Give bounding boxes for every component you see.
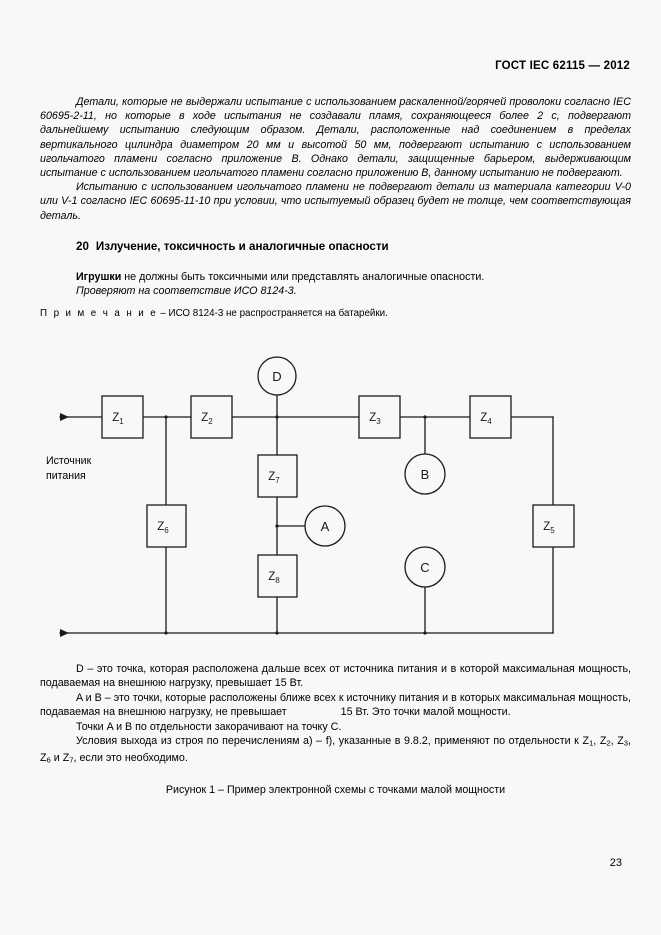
impedance-label-z6-sub: 6 [164,526,169,535]
impedance-box-z5 [532,504,575,548]
impedance-label-z1-sub: 1 [119,417,124,426]
impedance-label-z1-base: Z [112,412,119,424]
circuit-diagram-figure: Z1 Z2 Z3 Z4 Z5 Z6 Z7 [0,350,661,660]
impedance-label-z6: Z6 [157,521,169,535]
power-source-label: Источник питания [46,455,92,482]
intro-paragraph-1: Детали, которые не выдержали испытание с… [40,96,631,180]
impedance-label-z7-base: Z [268,471,275,483]
explanation-paragraph-2: A и B – это точки, которые расположены б… [40,691,631,720]
impedance-label-z5: Z5 [543,521,555,535]
section-title: Излучение, токсичность и аналогичные опа… [95,240,389,253]
impedance-label-z3-base: Z [369,412,376,424]
note-text: – ИСО 8124-3 не распространяется на бата… [157,308,388,319]
explanation-p4-mid-3: , Z [40,735,632,765]
node-label-d: D [272,369,281,384]
explanation-p4-end: , если это необходимо. [73,752,188,765]
node-circle-c [404,546,446,588]
impedance-boxes [101,395,575,598]
explanation-p4-mid-2: , Z [610,735,624,748]
node-label-c: C [420,560,429,575]
clause-bold-term: Игрушки [76,271,122,283]
node-circle-d [257,356,297,396]
figure-caption: Рисунок 1 – Пример электронной схемы с т… [165,784,506,796]
explanation-block: D – это точка, которая расположена дальш… [40,662,631,768]
impedance-label-z7-sub: 7 [275,476,280,485]
impedance-label-z3: Z3 [369,412,381,426]
explanation-p4-sub-1: 1 [588,738,594,748]
impedance-labels: Z1 Z2 Z3 Z4 Z5 Z6 Z7 [112,412,555,585]
section-number: 20 [76,240,89,253]
impedance-box-z6 [146,504,187,548]
impedance-label-z6-base: Z [157,521,164,533]
impedance-label-z8: Z8 [268,571,280,585]
impedance-label-z7: Z7 [268,471,280,485]
junction-dot-bottom-z6 [164,631,168,635]
measurement-point-circles [257,356,446,588]
impedance-box-z8 [257,554,298,598]
explanation-p4-sub-2: 2 [606,738,611,748]
impedance-label-z1: Z1 [112,412,124,426]
explanation-paragraph-2-part2: 15 Вт. Это точки малой мощности. [340,706,511,719]
impedance-label-z2: Z2 [201,412,213,426]
node-label-a: A [321,519,330,534]
note-line: П р и м е ч а н и е – ИСО 8124-3 не расп… [40,308,388,319]
junction-dot-bottom-c [423,631,427,635]
impedance-label-z4: Z4 [480,412,492,426]
explanation-paragraph-4: Условия выхода из строя по перечислениям… [40,734,631,768]
explanation-p4-lead: Условия выхода из строя по перечислениям… [76,735,589,748]
clause-line-2: Проверяют на соответствие ИСО 8124-3. [76,285,297,298]
explanation-p4-sub-4: 6 [46,755,51,765]
junction-dot-b [423,415,427,419]
clause-line-1: Игрушки не должны быть токсичными или пр… [76,270,631,284]
explanation-p4-sub-5: 7 [69,755,74,765]
impedance-label-z3-sub: 3 [376,417,381,426]
node-circle-b [404,453,446,495]
explanation-p4-mid-4: и Z [50,752,70,765]
junction-dot-z6 [164,415,168,419]
impedance-label-z4-sub: 4 [487,417,492,426]
impedance-label-z8-sub: 8 [275,576,280,585]
impedance-label-z4-base: Z [480,412,487,424]
explanation-paragraph-1: D – это точка, которая расположена дальш… [40,663,631,690]
junction-dots [164,415,427,635]
impedance-box-z1 [101,395,144,439]
impedance-label-z2-sub: 2 [208,417,213,426]
node-label-b: B [421,467,430,482]
clause-block: Игрушки не должны быть токсичными или пр… [76,270,631,299]
note-label: П р и м е ч а н и е [40,308,158,319]
document-standard-header: ГОСТ IEC 62115 — 2012 [495,60,630,72]
junction-dot-d [275,415,279,419]
explanation-paragraph-3: Точки A и B по отдельности закорачивают … [76,720,342,733]
impedance-label-z8-base: Z [268,571,275,583]
explanation-paragraph-2-part1: A и B – это точки, которые расположены б… [40,691,631,719]
node-circle-a [304,505,346,547]
clause-rest-text: не должны быть токсичными или представля… [121,271,485,283]
section-heading: 20 Излучение, токсичность и аналогичные о… [76,240,389,253]
intro-paragraph-2: Испытанию с использованием игольчатого п… [40,181,631,222]
impedance-box-z3 [358,395,401,439]
circuit-diagram-svg: Z1 Z2 Z3 Z4 Z5 Z6 Z7 [59,356,575,637]
impedance-box-z7 [257,454,298,498]
node-labels: D B A C [272,369,429,575]
impedance-label-z5-sub: 5 [550,526,555,535]
page-number: 23 [609,857,622,869]
explanation-p4-sub-3: 3 [623,738,629,748]
junction-dot-a [275,524,279,528]
junction-dot-bottom-z8 [275,631,279,635]
impedance-box-z2 [190,395,233,439]
explanation-p4-mid-1: , Z [593,735,607,748]
intro-paragraphs: Детали, которые не выдержали испытание с… [40,95,631,223]
impedance-box-z4 [469,395,512,439]
circuit-wires [59,393,554,637]
impedance-label-z5-base: Z [543,521,550,533]
impedance-label-z2-base: Z [201,412,208,424]
